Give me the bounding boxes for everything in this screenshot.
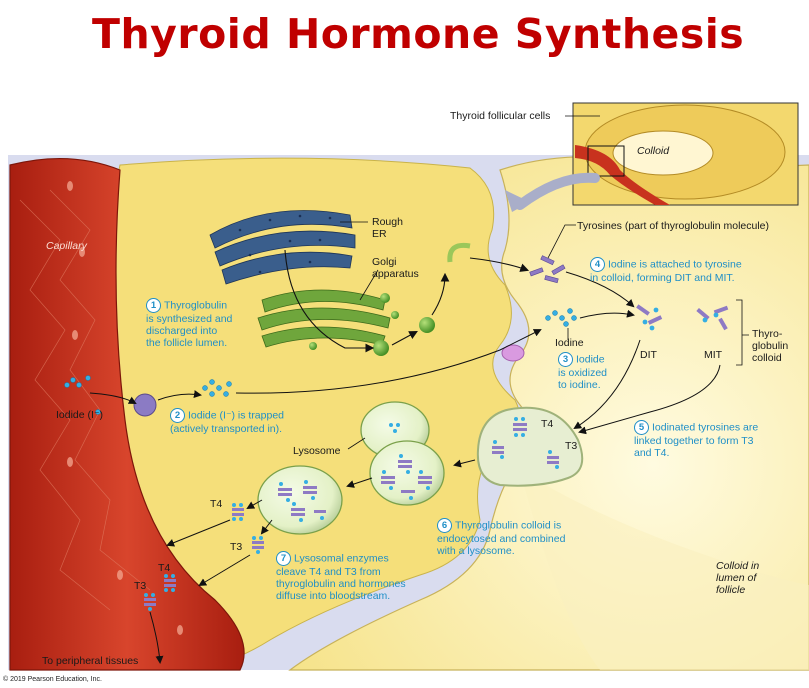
capillary xyxy=(9,157,245,671)
step-number: 7 xyxy=(276,551,291,566)
capillary-texture xyxy=(19,189,151,611)
exocytosis-arrow xyxy=(469,257,530,272)
to-peripheral-arrow xyxy=(149,611,164,664)
tyrosines-label: Tyrosines (part of thyroglobulin molecul… xyxy=(577,220,770,232)
step-text: Iodide is oxidized to iodine. xyxy=(558,353,608,391)
blood-t4 xyxy=(164,574,176,592)
step-number: 3 xyxy=(558,352,573,367)
er-to-golgi-arrow xyxy=(284,249,375,353)
thyroglobulin-colloid-label: Thyro- globulin colloid xyxy=(752,328,789,364)
secretory-vesicle xyxy=(419,317,435,333)
capillary-label: Capillary xyxy=(46,240,87,252)
step-text: Thyroglobulin is synthesized and dischar… xyxy=(146,299,233,349)
t3-label-colloid: T3 xyxy=(565,440,578,452)
step-text: Thyroglobulin colloid is endocytosed and… xyxy=(437,519,566,557)
dit-mit-to-pit-arrow xyxy=(573,339,641,430)
vesicle-arrow xyxy=(391,330,418,346)
secretory-vesicle xyxy=(373,340,389,356)
golgi-vesicle xyxy=(380,293,390,303)
phagolysosome xyxy=(257,465,343,535)
rough-er-label: Rough ER xyxy=(372,216,403,240)
phagolysosome-to-t3-arrow xyxy=(260,519,273,535)
lysosome-label: Lysosome xyxy=(293,445,341,457)
tyrosine-to-dit-arrow xyxy=(565,271,635,308)
iodide-transport-arrow xyxy=(89,392,137,404)
mit-molecule xyxy=(696,305,729,331)
step-number: 1 xyxy=(146,298,161,313)
colloid-lower-region xyxy=(520,470,809,670)
lysosome-enzymes xyxy=(389,423,400,433)
step-text: Iodinated tyrosines are linked together … xyxy=(634,421,759,459)
peripheral-tissues-label: To peripheral tissues xyxy=(42,655,139,667)
mit-label: MIT xyxy=(704,349,723,361)
copyright: © 2019 Pearson Education, Inc. xyxy=(3,676,102,683)
phagolysosome-to-t4-arrow xyxy=(246,499,263,509)
rough-er-ribosomes xyxy=(238,214,332,274)
step-number: 2 xyxy=(170,408,185,423)
iodide-transporter xyxy=(133,393,157,417)
step-text: Iodine is attached to tyrosine in colloi… xyxy=(590,258,742,284)
dit-label: DIT xyxy=(640,349,657,361)
inset-colloid-label: Colloid xyxy=(637,145,670,157)
released-t3 xyxy=(252,536,264,554)
pit-to-lysosome-arrow xyxy=(453,459,476,468)
t4-label-cell: T4 xyxy=(210,498,223,510)
step-number: 4 xyxy=(590,257,605,272)
tyrosines xyxy=(529,255,566,284)
t3-to-blood-arrow xyxy=(198,554,251,587)
iodine-to-dit-arrow xyxy=(579,309,635,319)
inset-zoom-arrow xyxy=(515,172,600,210)
lysosome-leader xyxy=(347,437,366,450)
iodide-oxidizer xyxy=(501,344,525,362)
step-text: Lysosomal enzymes cleave T4 and T3 from … xyxy=(276,552,406,602)
iodide-to-apical-arrow xyxy=(235,329,542,394)
follicular-cells-label: Thyroid follicular cells xyxy=(450,110,551,122)
t4-label-colloid: T4 xyxy=(541,418,554,430)
mit-to-pit-arrow xyxy=(578,364,721,435)
golgi-label: Golgi apparatus xyxy=(372,256,419,280)
iodine-atoms xyxy=(545,308,577,327)
golgi-apparatus xyxy=(257,289,391,348)
step-text: Iodide (I⁻) is trapped (actively transpo… xyxy=(170,409,285,435)
page-title: Thyroid Hormone Synthesis xyxy=(92,10,745,58)
vesicle-to-membrane-arrow xyxy=(431,272,450,316)
t3-label-blood: T3 xyxy=(134,580,147,592)
dit-molecule xyxy=(636,304,663,331)
phagolysosome-complexes xyxy=(278,480,326,522)
step-number: 6 xyxy=(437,518,452,533)
t4-label-blood: T4 xyxy=(158,562,171,574)
golgi-vesicle xyxy=(309,342,317,350)
tyrosines-label-leader xyxy=(547,224,576,259)
inset-vessel xyxy=(575,145,670,205)
iodine-label: Iodine xyxy=(555,337,584,349)
inset-zoom-box xyxy=(587,145,625,177)
golgi-leader xyxy=(359,269,379,301)
colloid-lumen-label: Colloid in lumen of follicle xyxy=(716,560,760,596)
t4-to-blood-arrow xyxy=(166,519,231,547)
thyroglobulin-bracket xyxy=(736,299,749,366)
t3-label-cell: T3 xyxy=(230,541,243,553)
iodide-label: Iodide (I⁻) xyxy=(56,409,103,421)
step-number: 5 xyxy=(634,420,649,435)
released-t4 xyxy=(232,503,244,521)
blood-t3 xyxy=(144,593,156,611)
colloid-hormone-complexes xyxy=(492,417,559,469)
exocytosis-vesicle xyxy=(447,242,471,263)
iodide-entry-arrow xyxy=(157,390,202,401)
inset-colloid xyxy=(612,130,714,176)
iodide-ions xyxy=(64,375,232,415)
endocytic-vesicle-complexes xyxy=(381,454,432,500)
capillary-endothelial-marks xyxy=(67,181,183,635)
golgi-vesicle xyxy=(391,311,399,319)
vesicle-to-phagolysosome-arrow xyxy=(346,477,373,488)
